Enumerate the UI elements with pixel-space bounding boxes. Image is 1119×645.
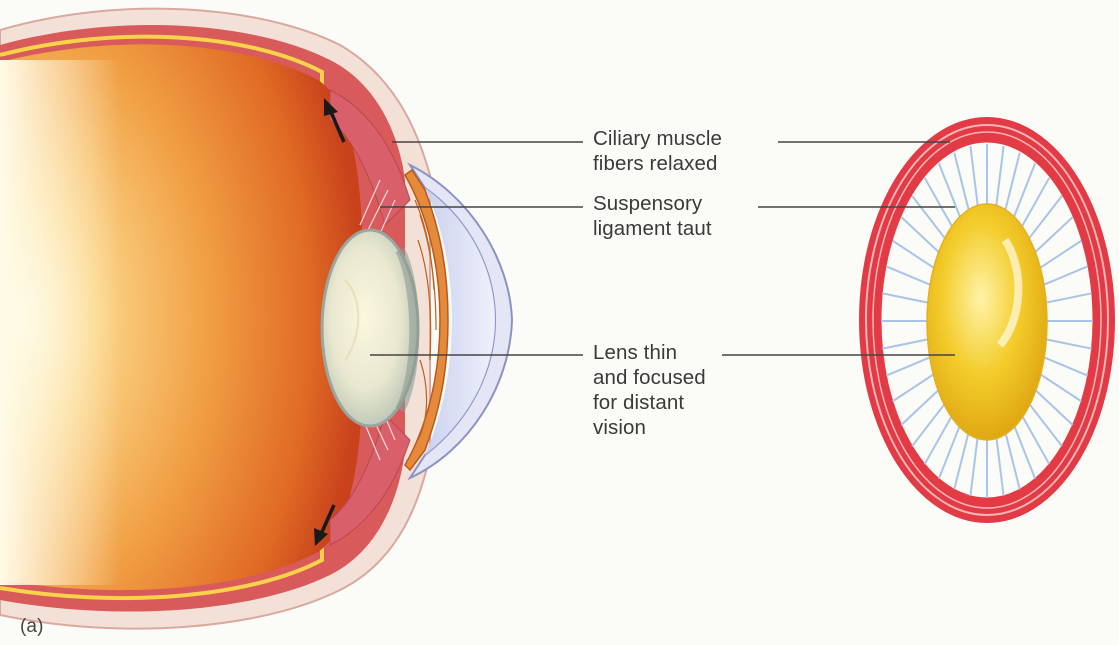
label-lens-line2: and focused xyxy=(593,365,706,390)
label-suspensory-ligament: Suspensory ligament taut xyxy=(593,191,712,241)
label-suspensory-line2: ligament taut xyxy=(593,216,712,241)
label-ciliary-muscle: Ciliary muscle fibers relaxed xyxy=(593,126,722,176)
front-view xyxy=(859,117,1115,523)
label-lens-line3: for distant xyxy=(593,390,706,415)
panel-label: (a) xyxy=(20,614,44,639)
label-ciliary-muscle-line1: Ciliary muscle xyxy=(593,126,722,151)
label-lens-line4: vision xyxy=(593,415,706,440)
eyeball-cross-section xyxy=(0,9,512,629)
lens-front-view xyxy=(927,204,1047,440)
label-suspensory-line1: Suspensory xyxy=(593,191,712,216)
label-lens-line1: Lens thin xyxy=(593,340,706,365)
label-lens: Lens thin and focused for distant vision xyxy=(593,340,706,440)
label-ciliary-muscle-line2: fibers relaxed xyxy=(593,151,722,176)
